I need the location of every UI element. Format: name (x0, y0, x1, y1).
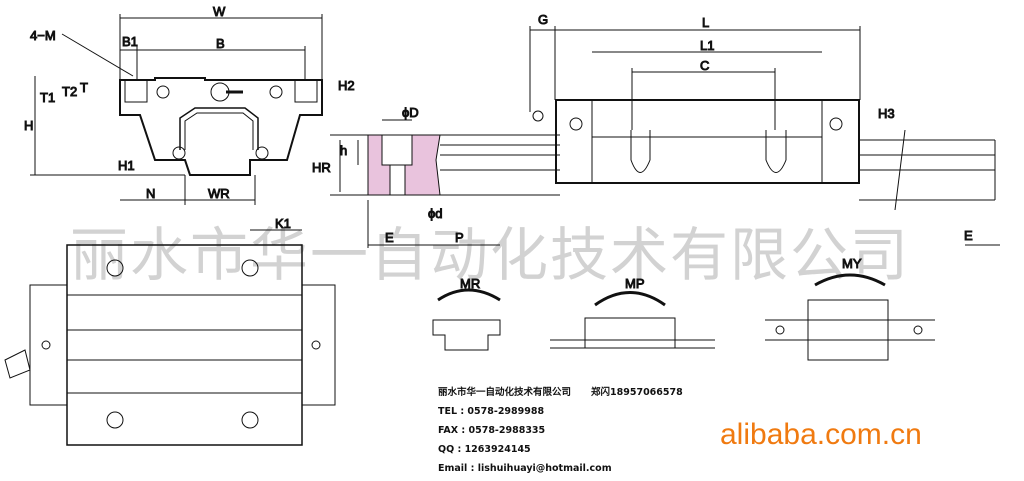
label-G: G (538, 12, 548, 27)
company-name: 丽水市华一自动化技术有限公司 (438, 387, 572, 398)
label-T: T (80, 80, 88, 95)
email: Email : lishuihuayi@hotmail.com (438, 463, 612, 474)
label-B: B (216, 36, 225, 51)
label-4M: 4−M (30, 28, 56, 43)
label-N: N (146, 186, 155, 201)
brand-watermark: alibaba.com.cn (720, 418, 922, 451)
label-L: L (702, 15, 709, 30)
label-C: C (700, 58, 709, 73)
label-K1: K1 (275, 216, 291, 231)
label-WR: WR (208, 186, 230, 201)
block-front-view (30, 14, 323, 205)
label-phid: ϕd (428, 206, 443, 221)
label-P: P (455, 230, 464, 245)
moment-my-diagram (765, 273, 935, 361)
label-T2: T2 (62, 84, 77, 99)
block-top-view (4, 229, 336, 446)
fax: FAX : 0578-2988335 (438, 425, 546, 436)
label-B1: B1 (122, 34, 138, 49)
moment-mr-diagram (432, 288, 501, 351)
moment-mp-diagram (550, 291, 715, 349)
contact-info: 丽水市华一自动化技术有限公司 郑闪18957066578 TEL : 0578-2… (438, 383, 683, 478)
label-E-right: E (964, 228, 973, 243)
label-MR: MR (460, 276, 480, 291)
watermark-text: 丽水市华一自动化技术有限公司 (70, 221, 911, 289)
label-H2: H2 (338, 78, 355, 93)
label-H1: H1 (118, 158, 135, 173)
label-E-left: E (385, 230, 394, 245)
label-h: h (340, 143, 347, 158)
label-L1: L1 (700, 38, 714, 53)
label-MP: MP (625, 276, 645, 291)
qq: QQ : 1263924145 (438, 444, 531, 455)
tel: TEL : 0578-2989988 (438, 406, 545, 417)
rail-side-section (330, 119, 560, 248)
block-side-view (529, 26, 1000, 246)
label-T1: T1 (40, 90, 55, 105)
label-H: H (24, 118, 33, 133)
mobile-number: 郑闪18957066578 (591, 387, 683, 398)
label-MY: MY (842, 256, 862, 271)
label-phiD: ϕD (402, 105, 419, 120)
label-HR: HR (312, 160, 331, 175)
label-W: W (213, 4, 226, 19)
label-H3: H3 (878, 106, 895, 121)
